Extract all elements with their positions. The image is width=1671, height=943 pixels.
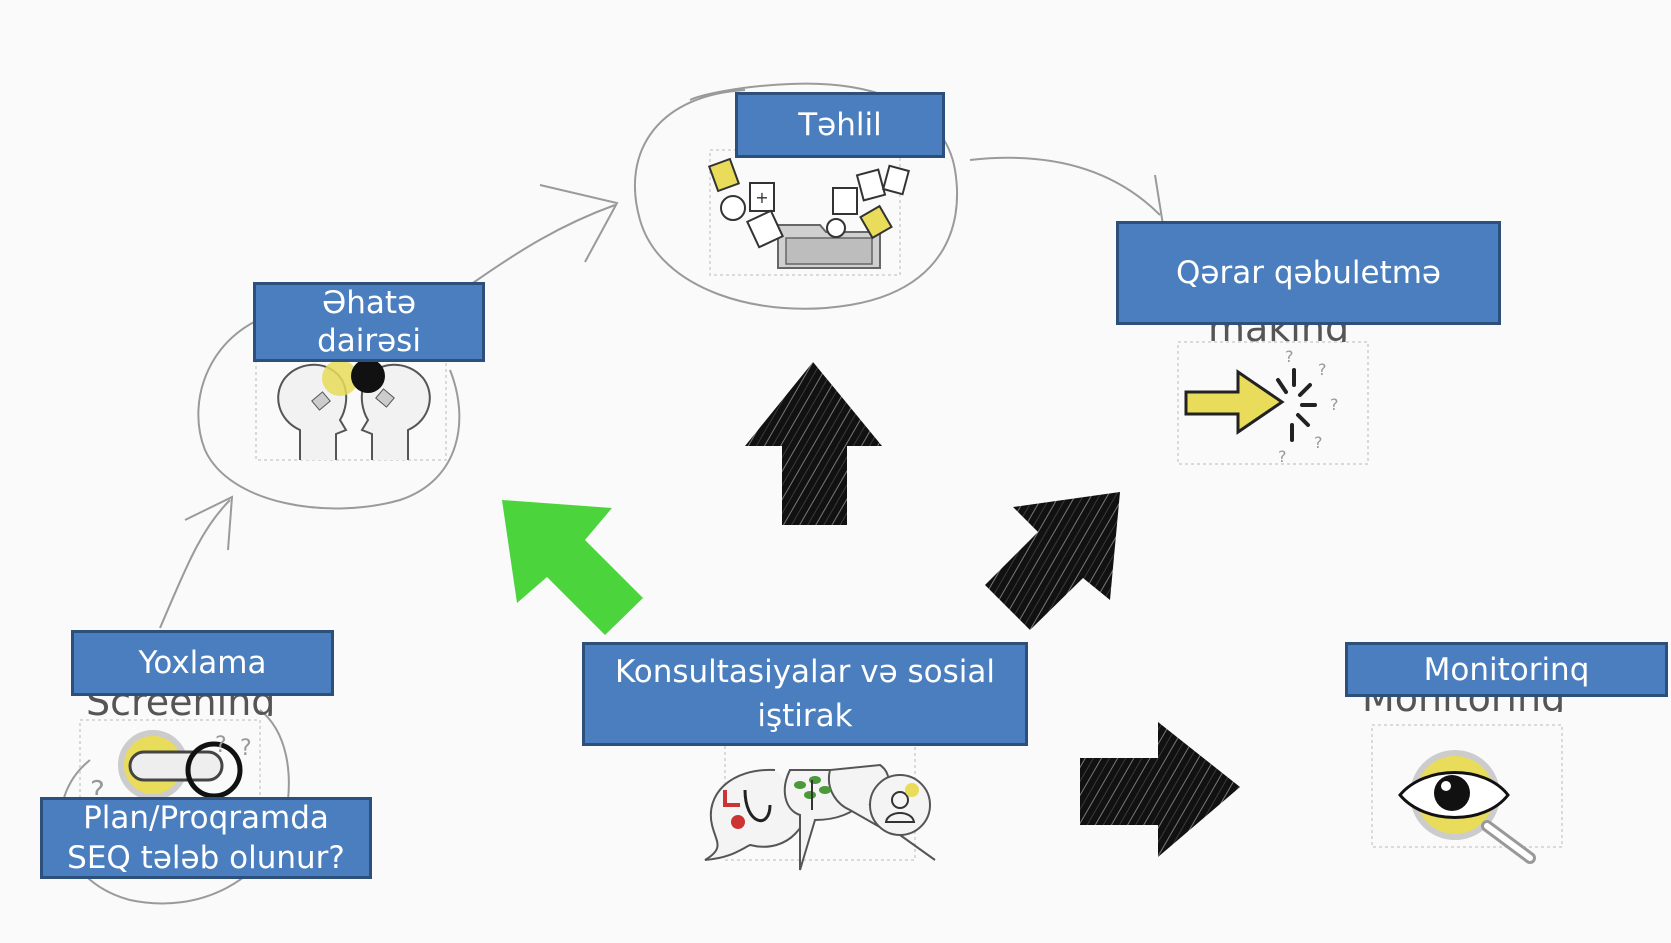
phase-label-ehate-line1: Əhatə: [321, 285, 417, 321]
svg-text:?: ?: [1285, 347, 1294, 366]
arrow-black-up-to-tahlil: [745, 362, 882, 525]
arrow-black-right-to-monitoring: [1080, 722, 1240, 857]
arrow-green-to-ehate: [502, 500, 643, 635]
eye-magnifier-icon: [1398, 750, 1536, 864]
connector-tahlil-to-qerar: [969, 156, 1164, 226]
sketch-circle-tahlil: [633, 82, 959, 310]
phase-label-plan: Plan/Proqramda SEQ tələb olunur?: [40, 797, 372, 879]
svg-text:?: ?: [1314, 433, 1323, 452]
phase-label-plan-line2: SEQ tələb olunur?: [67, 840, 345, 876]
phase-label-tahlil: Təhlil: [735, 92, 945, 158]
svg-text:?: ?: [215, 733, 227, 758]
phase-label-monitoring-text: Monitorinq: [1423, 651, 1590, 688]
phase-label-ehate-line2: dairəsi: [317, 323, 421, 359]
phase-label-yoxlama-text: Yoxlama: [138, 645, 267, 681]
documents-folder-icon: +: [707, 157, 910, 269]
svg-text:?: ?: [1278, 447, 1287, 466]
phase-label-qerar: Qərar qəbuletmə: [1116, 221, 1501, 325]
speech-bubbles-health-nature-people-icon: [704, 763, 936, 871]
connector-yoxlama-to-ehate: [159, 495, 234, 629]
toggle-gear-icon: ? ? ?: [90, 730, 252, 807]
phase-label-konsultasiya-line1: Konsultasiyalar və sosial: [614, 654, 996, 690]
phase-label-monitoring: Monitorinq: [1345, 642, 1668, 697]
phase-label-plan-line1: Plan/Proqramda: [83, 800, 329, 836]
two-heads-lightbulbs-icon: [277, 359, 431, 460]
sketch-circle-ehate: [197, 311, 461, 510]
svg-text:+: +: [755, 188, 768, 207]
svg-text:?: ?: [240, 736, 252, 761]
phase-label-konsultasiya: Konsultasiyalar və sosial iştirak: [582, 642, 1028, 746]
phase-label-ehate: Əhatə dairəsi: [253, 282, 485, 362]
phase-label-qerar-text: Qərar qəbuletmə: [1176, 255, 1441, 291]
svg-text:?: ?: [1318, 360, 1327, 379]
connector-ehate-to-tahlil: [469, 184, 619, 286]
cursor-arrow-decision-icon: ? ? ? ? ?: [1184, 347, 1339, 466]
svg-text:?: ?: [1330, 395, 1339, 414]
phase-label-yoxlama: Yoxlama: [71, 630, 334, 696]
phase-label-konsultasiya-line2: iştirak: [757, 698, 853, 734]
phase-label-tahlil-text: Təhlil: [798, 107, 882, 143]
ghost-label-screening: Screening: [86, 692, 276, 716]
arrow-black-to-qerar: [985, 492, 1120, 630]
